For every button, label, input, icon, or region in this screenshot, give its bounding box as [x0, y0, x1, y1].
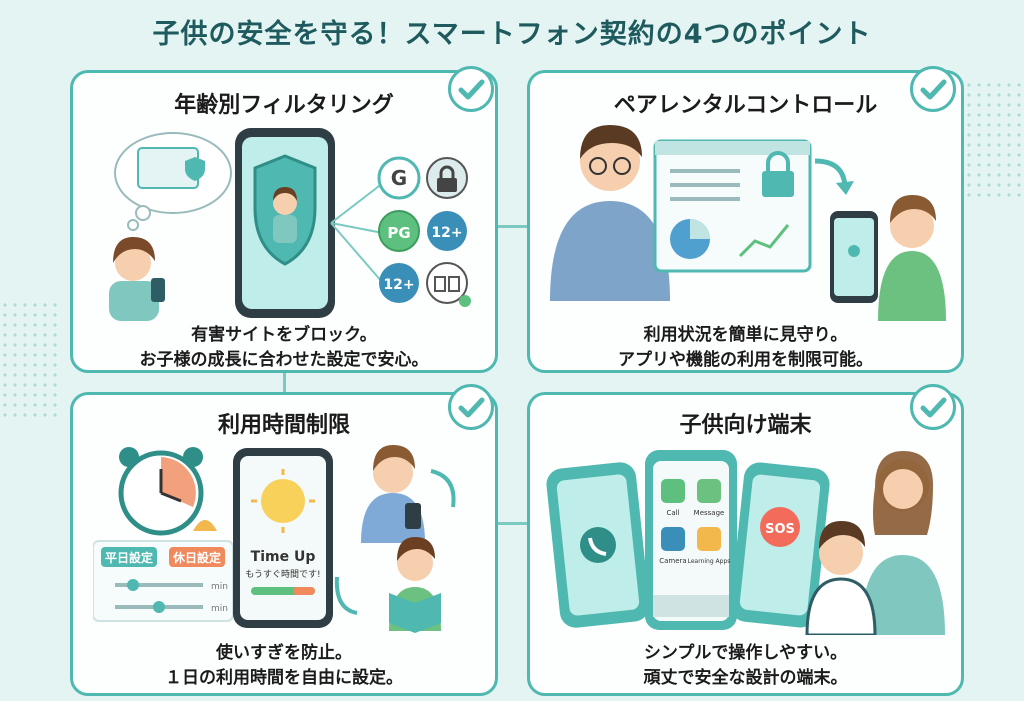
parental-control-illustration — [550, 125, 946, 321]
lock-icon — [437, 178, 457, 192]
lock-icon — [762, 171, 794, 197]
svg-text:Message: Message — [694, 509, 725, 517]
card-description: 使いすぎを防止。 １日の利用時間を自由に設定。 — [165, 643, 403, 688]
card-title: 子供向け端末 — [679, 413, 812, 438]
svg-text:SOS: SOS — [765, 522, 795, 537]
svg-text:Camera: Camera — [659, 557, 686, 565]
check-icon — [448, 384, 494, 430]
sun-icon — [261, 479, 305, 523]
svg-text:PG: PG — [387, 224, 410, 242]
card-kids-device: 子供向け端末 Call Message Camera Learning Apps… — [527, 392, 964, 696]
time-limit-illustration: 平日設定 休日設定 min min Time Up もうすぐ時間です! — [93, 445, 456, 633]
background-dots — [0, 300, 60, 420]
page-title: 子供の安全を守る！スマートフォン契約の4つのポイント — [152, 19, 872, 50]
svg-text:Time Up: Time Up — [251, 549, 316, 565]
phone-icon — [580, 527, 616, 563]
filtering-illustration: G PG 12+ 12+ — [109, 128, 471, 321]
book-icon — [389, 593, 441, 633]
background-dots-right — [964, 80, 1024, 200]
connector-line — [495, 225, 530, 228]
kids-device-illustration: Call Message Camera Learning Apps SOS — [546, 450, 945, 635]
card-title: 年齢別フィルタリング — [174, 93, 394, 118]
check-icon — [910, 384, 956, 430]
book-icon — [434, 276, 460, 292]
check-icon — [448, 66, 494, 112]
card-time-limit: 利用時間制限 平日設定 休日設定 min min Time Up もうすぐ時間で… — [70, 392, 498, 696]
card-description: 有害サイトをブロック。 お子様の成長に合わせた設定で安心。 — [139, 325, 429, 370]
svg-text:休日設定: 休日設定 — [172, 550, 221, 565]
svg-text:Call: Call — [666, 509, 679, 517]
connector-line — [283, 370, 286, 394]
card-title: 利用時間制限 — [217, 413, 350, 438]
card-age-filtering: 年齢別フィルタリング G PG 12+ 12+ — [70, 70, 498, 373]
connector-line — [495, 522, 530, 525]
svg-text:G: G — [391, 166, 407, 190]
svg-text:12+: 12+ — [431, 225, 462, 241]
svg-text:min: min — [211, 604, 228, 614]
card-description: シンプルで操作しやすい。 頑丈で安全な設計の端末。 — [643, 643, 848, 688]
card-title: ペアレンタルコントロール — [613, 93, 878, 118]
svg-text:Learning Apps: Learning Apps — [688, 558, 731, 565]
card-description: 利用状況を簡単に見守り。 アプリや機能の利用を制限可能。 — [618, 325, 873, 370]
card-parental-control: ペアレンタルコントロール 利用状況を簡単に見守り。 アプリや機能の利用を制限可能… — [527, 70, 964, 373]
svg-text:12+: 12+ — [383, 277, 414, 293]
svg-text:min: min — [211, 582, 228, 592]
check-icon — [910, 66, 956, 112]
svg-text:平日設定: 平日設定 — [105, 550, 153, 565]
svg-text:もうすぐ時間です!: もうすぐ時間です! — [245, 569, 320, 580]
